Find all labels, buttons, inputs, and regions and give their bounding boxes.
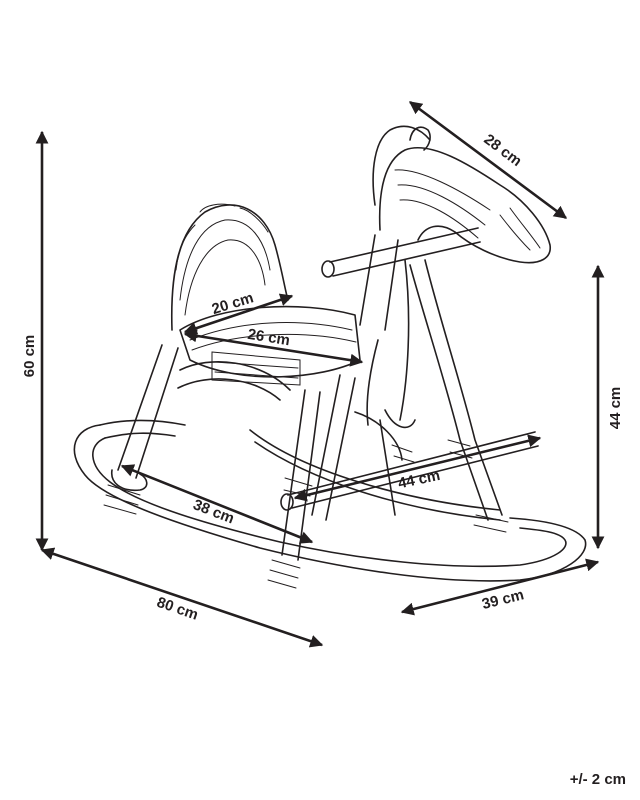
length-label: 80 cm: [155, 594, 201, 624]
handle-height-label: 44 cm: [607, 387, 624, 430]
footrest-width-arrow: [293, 434, 542, 502]
footrest-span-label: 38 cm: [191, 496, 237, 527]
seat-width-arrow: [183, 329, 364, 367]
height-label: 60 cm: [21, 335, 38, 378]
seat-width-label: 26 cm: [246, 326, 291, 349]
seat-depth-arrow: [183, 293, 294, 335]
head-length-label: 28 cm: [481, 131, 525, 170]
length-arrow: [40, 547, 324, 648]
depth-arrow: [400, 558, 600, 616]
seat-depth-label: 20 cm: [210, 289, 256, 318]
head-length-arrow: [408, 100, 568, 220]
tolerance-note: +/- 2 cm: [570, 771, 626, 788]
footrest-span-arrow: [120, 464, 314, 544]
dimension-arrows: [35, 100, 605, 648]
